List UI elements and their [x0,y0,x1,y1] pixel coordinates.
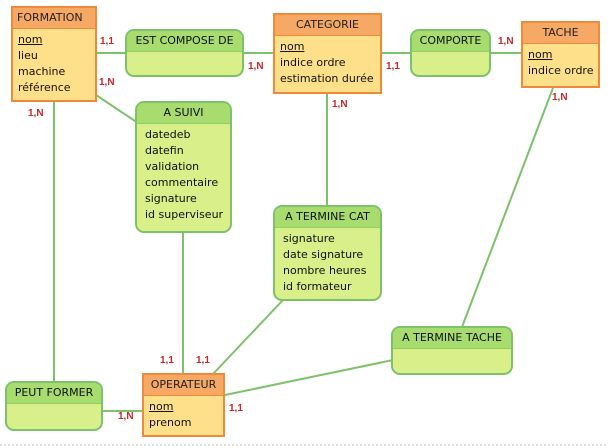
cardinality-label: 1,N [552,92,568,103]
assoc-a-suivi-attr: commentaire [145,176,219,189]
cardinality-label: 1,N [118,411,134,422]
assoc-a-suivi-attr: datedeb [145,128,191,141]
cardinality-label: 1,1 [100,36,114,47]
entity-formation-attr: référence [18,81,71,94]
assoc-est-compose-de[interactable]: EST COMPOSE DE [125,29,244,77]
entity-categorie-attr: estimation durée [280,72,374,85]
assoc-a-termine-cat-attr: nombre heures [283,264,367,277]
link-tache-a-termine-tache [461,87,554,328]
assoc-comporte-title: COMPORTE [412,31,489,52]
entity-tache[interactable]: TACHE nom indice ordre [521,21,600,88]
entity-categorie-attr: indice ordre [280,56,346,69]
entity-categorie[interactable]: CATEGORIE nom indice ordre estimation du… [273,13,382,94]
entity-operateur[interactable]: OPERATEUR nom prenom [142,373,225,437]
cardinality-label: 1,N [332,99,348,110]
entity-operateur-attr: prenom [149,416,192,429]
assoc-est-compose-de-title: EST COMPOSE DE [127,31,242,52]
cardinality-label: 1,N [498,36,514,47]
link-formation-a-suivi [95,94,139,124]
assoc-a-termine-cat-attr: signature [283,232,335,245]
assoc-a-suivi-attr: id superviseur [145,208,224,221]
assoc-a-termine-cat-title: A TERMINE CAT [275,207,380,228]
assoc-a-suivi-attr: validation [145,160,200,173]
cardinality-label: 1,N [248,61,264,72]
link-a-termine-cat-operateur [212,299,284,375]
entity-categorie-identifier: nom [280,40,305,53]
entity-tache-identifier: nom [528,48,553,61]
assoc-a-suivi-title: A SUIVI [137,103,230,124]
assoc-a-suivi-attr: signature [145,192,197,205]
assoc-a-termine-tache[interactable]: A TERMINE TACHE [391,326,513,375]
entity-operateur-identifier: nom [149,400,174,413]
assoc-peut-former-title: PEUT FORMER [7,383,101,404]
cardinality-label: 1,1 [386,61,400,72]
cardinality-label: 1,1 [160,355,174,366]
entity-formation-identifier: nom [18,33,43,46]
entity-tache-attr: indice ordre [528,64,594,77]
assoc-a-termine-cat-attr: date signature [283,248,364,261]
entity-formation-attr: machine [18,65,66,78]
cardinality-label: 1,N [28,108,44,119]
assoc-peut-former[interactable]: PEUT FORMER [5,381,103,431]
entity-operateur-title: OPERATEUR [144,375,223,396]
link-a-termine-tache-operateur [224,359,394,396]
assoc-a-termine-cat-attr: id formateur [283,280,352,293]
assoc-a-suivi[interactable]: A SUIVI datedeb datefin validation comme… [135,101,232,233]
entity-tache-title: TACHE [523,23,598,44]
assoc-a-termine-tache-title: A TERMINE TACHE [393,328,511,349]
cardinality-label: 1,1 [229,403,243,414]
cardinality-label: 1,N [99,77,115,88]
entity-categorie-title: CATEGORIE [275,15,380,36]
entity-formation-attr: lieu [18,49,38,62]
entity-formation[interactable]: FORMATION nom lieu machine référence [11,6,97,102]
assoc-a-termine-cat[interactable]: A TERMINE CAT signature date signature n… [273,205,382,301]
entity-formation-title: FORMATION [13,8,95,29]
assoc-a-suivi-attr: datefin [145,144,184,157]
cardinality-label: 1,1 [196,355,210,366]
assoc-comporte[interactable]: COMPORTE [410,29,491,77]
